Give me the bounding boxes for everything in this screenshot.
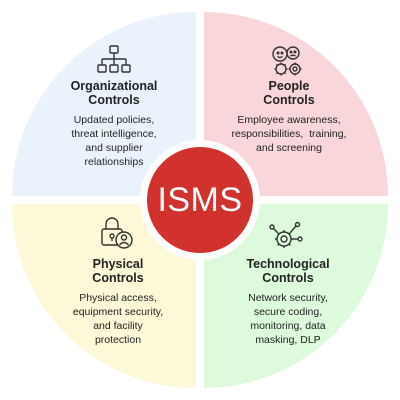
title-line: Controls <box>88 93 140 107</box>
isms-center-label: ISMS <box>157 181 243 219</box>
title-line: Organizational <box>70 79 158 93</box>
description-line: and facility <box>93 320 143 332</box>
description-line: Updated policies, <box>73 114 155 126</box>
description-line: relationships <box>84 156 144 168</box>
description-line: secure coding, <box>253 306 323 318</box>
title-line: Controls <box>92 271 144 285</box>
technological-controls-block: Technological Controls Network security,… <box>218 257 358 347</box>
org-chart-icon <box>97 45 131 73</box>
organizational-controls-block: Organizational Controls Updated policies… <box>44 79 184 169</box>
description-line: and supplier <box>85 142 143 154</box>
gear-network-icon <box>269 221 303 248</box>
description-line: and screening <box>256 142 322 154</box>
people-controls-title: People Controls <box>219 79 359 107</box>
people-controls-description: Employee awareness, responsibilities, tr… <box>219 113 359 155</box>
title-line: Physical <box>92 257 144 271</box>
description-line: masking, DLP <box>255 334 321 346</box>
organizational-controls-description: Updated policies, threat intelligence, a… <box>44 113 184 169</box>
people-quadrant <box>204 12 388 196</box>
people-controls-block: People Controls Employee awareness, resp… <box>219 79 359 155</box>
people-gears-icon <box>272 46 302 76</box>
description-line: protection <box>94 334 142 346</box>
organizational-controls-title: Organizational Controls <box>44 79 184 107</box>
description-line: responsibilities, training, <box>231 128 347 140</box>
technological-controls-description: Network security, secure coding, monitor… <box>218 291 358 347</box>
physical-controls-block: Physical Controls Physical access, equip… <box>48 257 188 347</box>
physical-controls-description: Physical access, equipment security, and… <box>48 291 188 347</box>
description-line: Employee awareness, <box>237 114 341 126</box>
description-line: Physical access, <box>79 292 157 304</box>
physical-quadrant <box>12 204 196 388</box>
title-line: Controls <box>262 271 314 285</box>
description-line: monitoring, data <box>250 320 326 332</box>
technological-quadrant <box>204 204 388 388</box>
title-line: People <box>268 79 310 93</box>
physical-controls-title: Physical Controls <box>48 257 188 285</box>
title-line: Controls <box>263 93 315 107</box>
title-line: Technological <box>246 257 330 271</box>
lock-user-icon <box>101 217 133 249</box>
organizational-quadrant <box>12 12 196 196</box>
description-line: threat intelligence, <box>71 128 157 140</box>
description-line: Network security, <box>248 292 328 304</box>
description-line: equipment security, <box>72 306 164 318</box>
center-circle <box>147 147 253 253</box>
technological-controls-title: Technological Controls <box>218 257 358 285</box>
